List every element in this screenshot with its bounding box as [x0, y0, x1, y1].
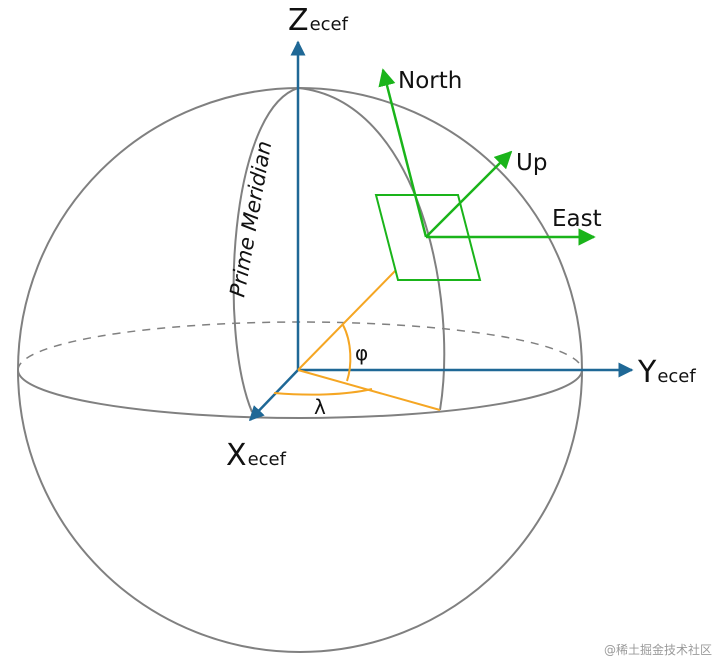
- north-label: North: [398, 68, 462, 94]
- y-axis-label: Yecef: [637, 355, 696, 390]
- radius-to-point: [297, 269, 397, 371]
- angle-construction: [273, 269, 441, 411]
- up-label: Up: [516, 150, 547, 176]
- latitude-label: φ: [355, 341, 368, 365]
- tangent-plane: [374, 194, 482, 281]
- latitude-arc: [342, 324, 352, 382]
- prime-meridian: [232, 87, 299, 413]
- z-axis-label: Zecef: [288, 3, 349, 38]
- longitude-label: λ: [314, 395, 326, 419]
- north-arrow: [378, 68, 428, 238]
- prime-meridian-label: Prime Meridian: [225, 139, 276, 299]
- x-axis: [248, 369, 299, 422]
- up-arrow: [425, 150, 513, 238]
- longitude-arc: [273, 388, 373, 396]
- watermark: @稀土掘金技术社区: [604, 642, 712, 657]
- east-label: East: [552, 206, 602, 232]
- x-axis-label: Xecef: [226, 438, 287, 473]
- local-meridian: [297, 87, 446, 411]
- equator-front: [17, 369, 583, 419]
- equator-back: [17, 321, 583, 371]
